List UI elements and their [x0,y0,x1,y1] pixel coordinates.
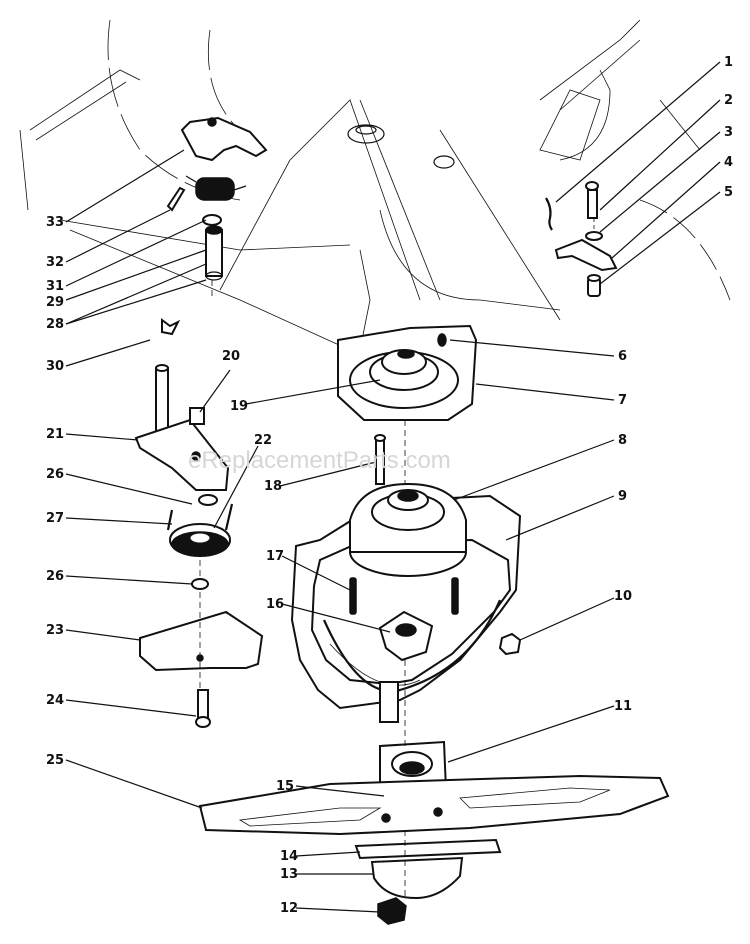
idler-arm-part [180,116,268,162]
callout-12: 12 [280,901,298,916]
callout-11: 11 [614,699,632,714]
callout-25: 25 [46,753,64,768]
bearing-part [378,610,434,662]
callout-15: 15 [276,779,294,794]
callout-labels: 1 2 3 4 5 6 7 8 9 10 11 12 13 14 15 16 1… [46,55,733,916]
callout-26a: 26 [46,467,64,482]
bolt-part [195,689,211,728]
callout-17: 17 [266,549,284,564]
mounting-plate-part [139,578,264,672]
link-arm-part [554,238,618,272]
callout-24: 24 [46,693,64,708]
callout-26b: 26 [46,569,64,584]
drive-pulley-part [349,482,467,615]
callout-21: 21 [46,427,64,442]
callout-1: 1 [724,55,733,70]
blade-cup-part [370,856,464,900]
callout-2: 2 [724,93,733,108]
callout-20: 20 [222,349,240,364]
clip-part [545,197,553,231]
callout-30: 30 [46,359,64,374]
pivot-bushing-part [202,214,223,281]
callout-8: 8 [618,433,627,448]
callout-19: 19 [230,399,248,414]
shaft-pin-part [374,434,386,485]
assembly-axis-lines [199,218,595,900]
bushing-part [587,274,601,297]
watermark-text: eReplacementParts.com [188,447,451,474]
idler-bracket-part [134,318,230,491]
callout-29: 29 [46,295,64,310]
callout-22: 22 [254,433,272,448]
callout-28: 28 [46,317,64,332]
stiffener-part [354,838,502,860]
spindle-plate-part [337,324,478,421]
blade-nut-part [377,897,407,925]
shoulder-bolt-part [585,181,599,219]
callout-9: 9 [618,489,627,504]
washer-part [585,231,603,241]
callout-33: 33 [46,215,64,230]
callout-32: 32 [46,255,64,270]
leader-lines [65,61,721,913]
callout-27: 27 [46,511,64,526]
callout-4: 4 [724,155,733,170]
blade-part [198,774,670,836]
callout-13: 13 [280,867,298,882]
callout-10: 10 [614,589,632,604]
callout-6: 6 [618,349,627,364]
callout-7: 7 [618,393,627,408]
callout-31: 31 [46,279,64,294]
callout-23: 23 [46,623,64,638]
idler-pulley-part [166,494,234,557]
callout-3: 3 [724,125,733,140]
callout-14: 14 [280,849,298,864]
callout-5: 5 [724,185,733,200]
callout-16: 16 [266,597,284,612]
nut-part [498,632,522,656]
spring-part [166,175,247,212]
callout-18: 18 [264,479,282,494]
mower-deck-outline [19,19,731,361]
